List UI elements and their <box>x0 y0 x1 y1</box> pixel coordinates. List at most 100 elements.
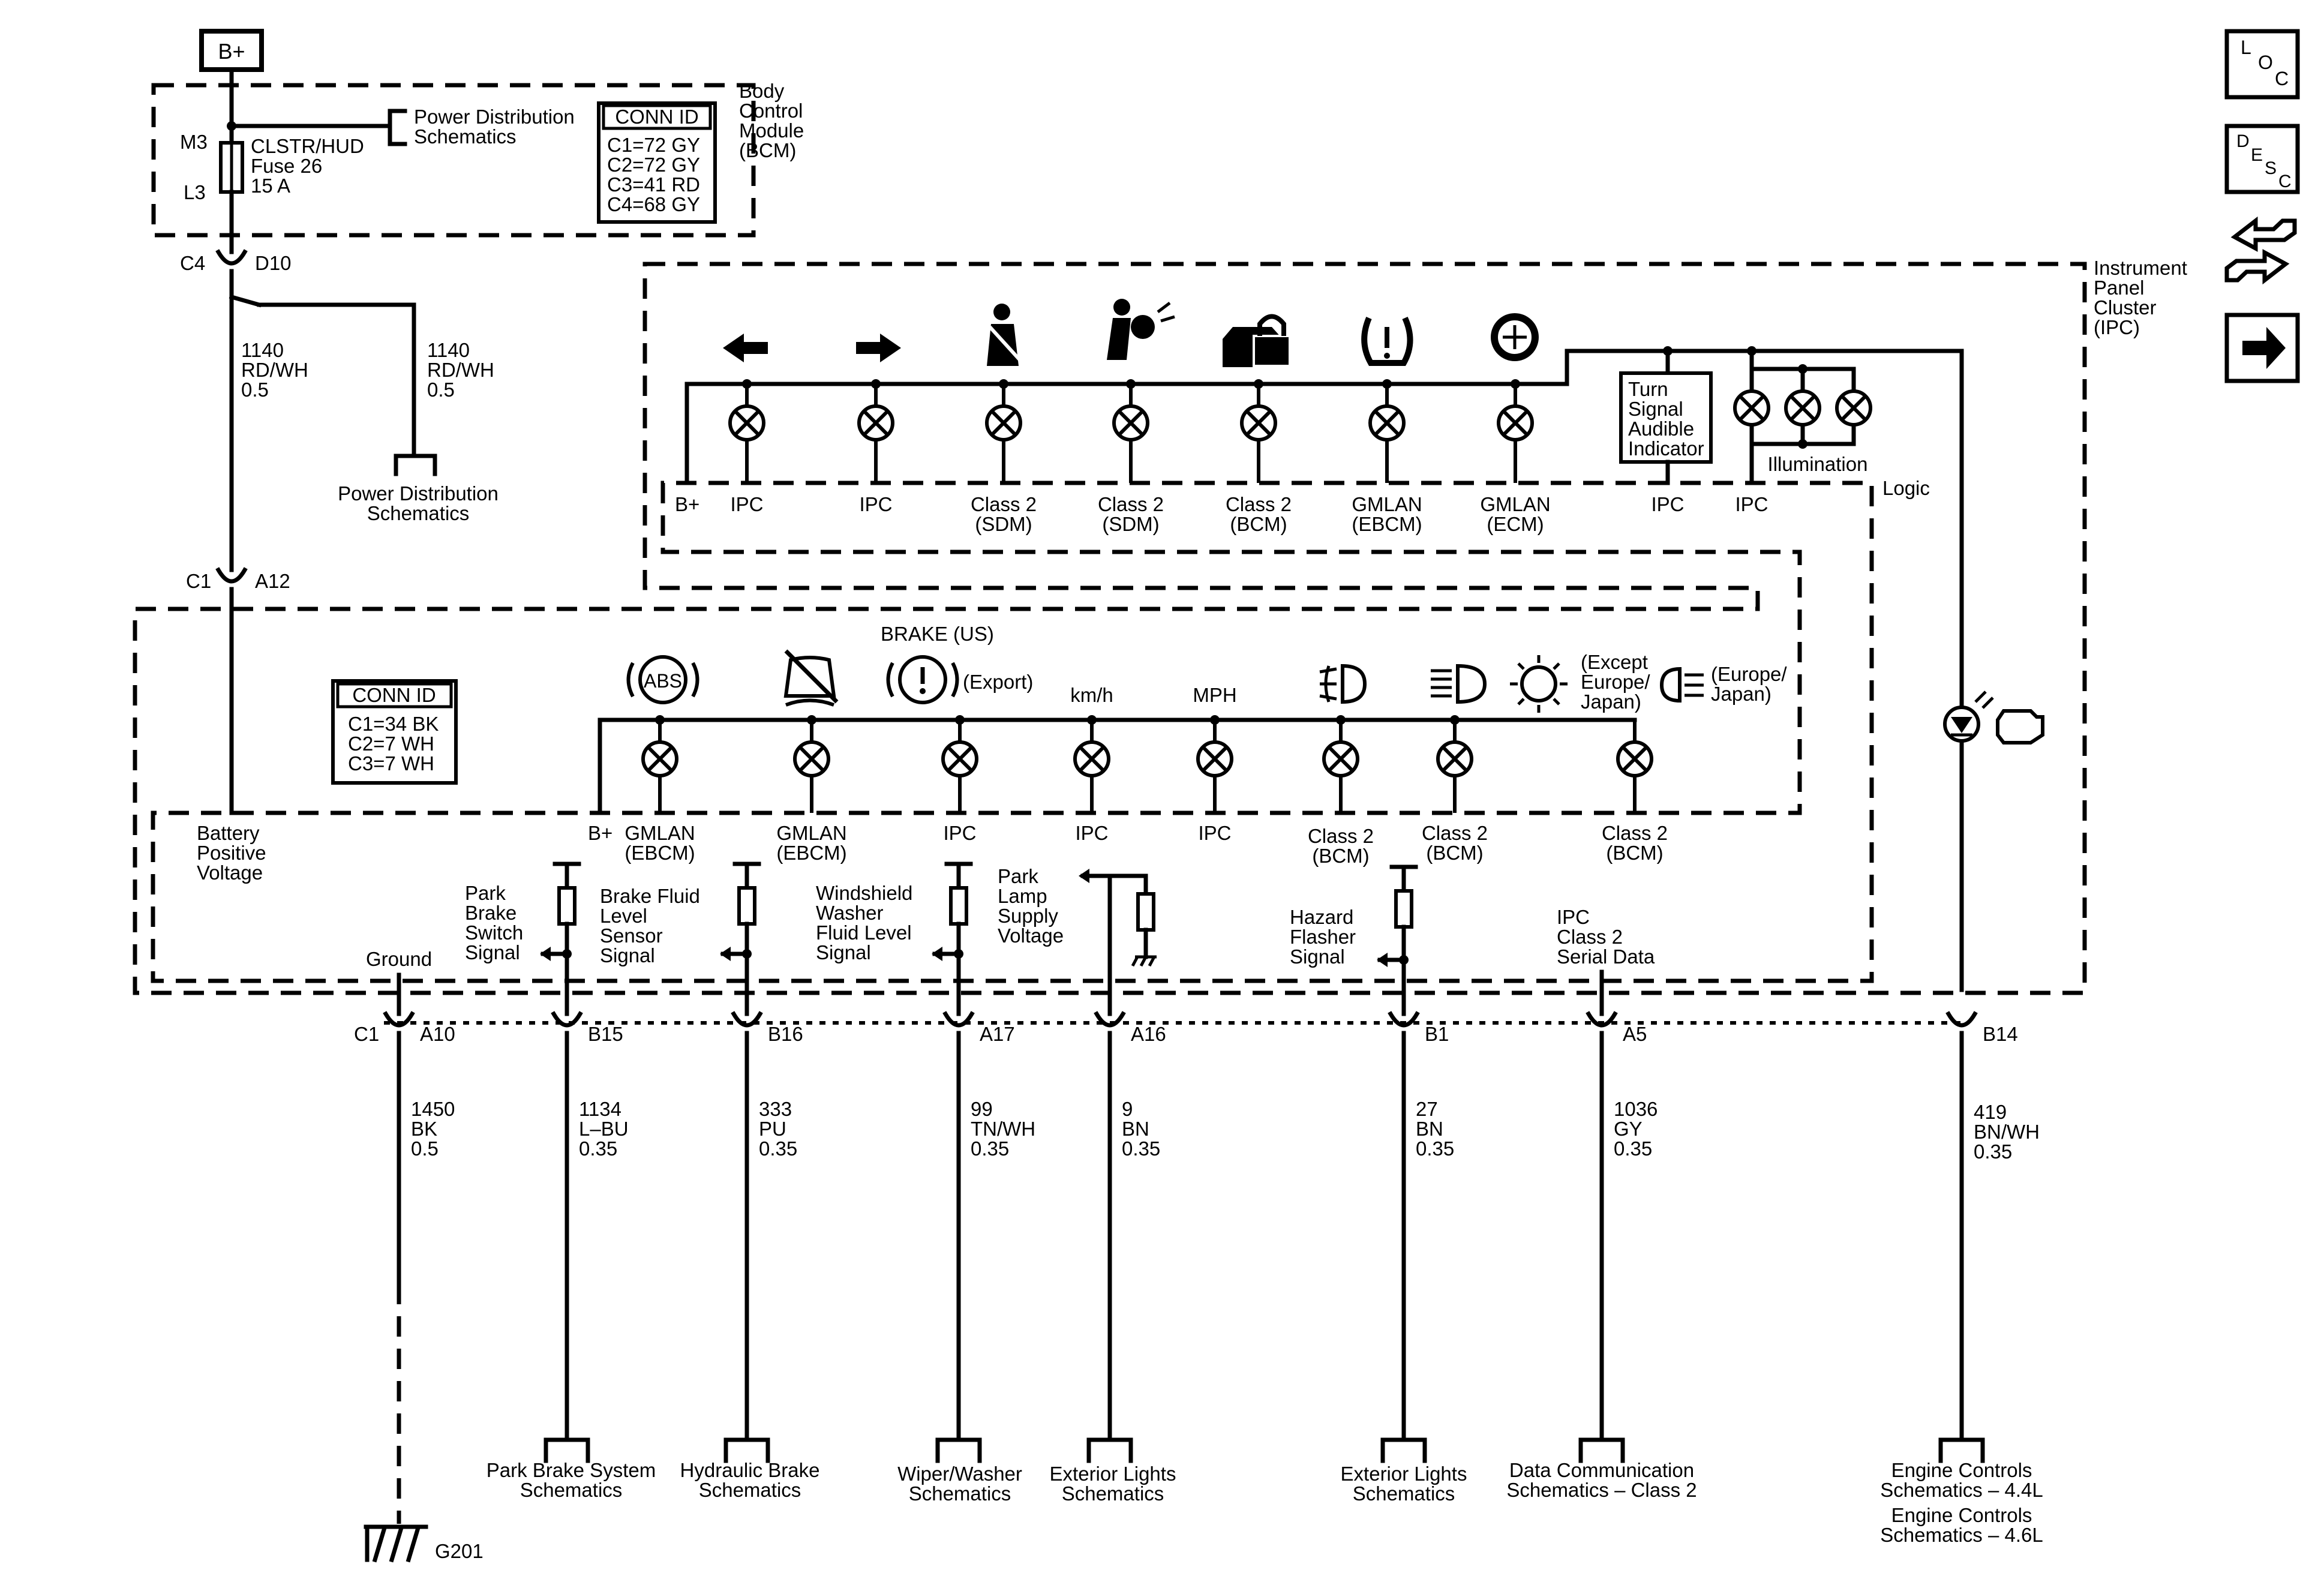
dest-5-b: Schematics <box>1353 1482 1455 1505</box>
wire-1140-left-3: 0.5 <box>241 379 269 401</box>
desc-c: C <box>2278 172 2292 191</box>
ipc-conn-1: C1=34 BK <box>348 713 439 735</box>
bcm-conn-3: C3=41 RD <box>607 173 700 196</box>
loc-l: L <box>2241 37 2251 58</box>
lower-label-7b: (BCM) <box>1312 845 1369 867</box>
lower-label-9b: (BCM) <box>1606 842 1663 864</box>
dest-2-b: Schematics <box>699 1479 801 1501</box>
wire-8-c: 0.35 <box>1974 1140 2012 1163</box>
wire-5-a: 9 <box>1122 1098 1133 1120</box>
upper-label-5: Class 2 <box>1098 493 1164 515</box>
ground-label: Ground <box>366 948 432 970</box>
wire-4-a: 99 <box>971 1098 993 1120</box>
washer-4: Signal <box>816 941 871 963</box>
dest-7-c: Engine Controls <box>1891 1504 2032 1526</box>
wire-1-a: 1450 <box>411 1098 455 1120</box>
dest-1-b: Schematics <box>520 1479 623 1501</box>
left-arrow-icon <box>723 334 768 362</box>
fuse-line-2: Fuse 26 <box>251 155 322 177</box>
lower-label-6: IPC <box>1198 822 1231 844</box>
bcm-box <box>151 83 756 238</box>
ground-id: G201 <box>435 1540 484 1562</box>
lower-label-3b: (EBCM) <box>776 842 846 864</box>
power-dist-bottom-1: Power Distribution <box>338 482 499 505</box>
brake-fluid-2: Level <box>600 905 647 927</box>
serial-2: Class 2 <box>1557 926 1623 948</box>
brake-fluid-3: Sensor <box>600 924 663 947</box>
conn-d10: D10 <box>255 252 292 274</box>
bcm-name-3: Module <box>739 119 804 142</box>
turn-signal-2: Signal <box>1628 398 1683 420</box>
upper-label-3: IPC <box>859 493 892 515</box>
wire-6-b: BN <box>1416 1118 1443 1140</box>
wire-1-c: 0.5 <box>411 1137 439 1160</box>
park-lamp-4: Voltage <box>998 924 1064 947</box>
power-dist-top-2: Schematics <box>414 125 517 148</box>
upper-label-6b: (BCM) <box>1230 513 1287 535</box>
upper-label-1: B+ <box>675 493 699 515</box>
traction-control-icon <box>783 649 839 707</box>
brake-fluid-1: Brake Fluid <box>600 885 700 907</box>
loc-icon[interactable]: L O C <box>2224 29 2300 100</box>
lower-label-2: GMLAN <box>624 822 695 844</box>
europe-1: (Europe/ <box>1711 663 1787 685</box>
pin-b16: B16 <box>768 1023 803 1045</box>
turn-signal-4: Indicator <box>1628 437 1704 460</box>
loc-o: O <box>2258 52 2273 73</box>
connector-icon[interactable] <box>2224 216 2297 285</box>
parking-lamp-sun-icon <box>1510 655 1568 713</box>
washer-1: Windshield <box>816 882 912 904</box>
wire-4-c: 0.35 <box>971 1137 1009 1160</box>
pin-l3: L3 <box>184 181 206 203</box>
dest-6-b: Schematics – Class 2 <box>1506 1479 1697 1501</box>
dest-6-a: Data Communication <box>1509 1459 1694 1481</box>
airbag-icon <box>1107 299 1175 360</box>
lower-label-5: IPC <box>1075 822 1108 844</box>
desc-icon[interactable]: D E S C <box>2224 124 2300 194</box>
dest-4-b: Schematics <box>1062 1482 1164 1505</box>
wire-7-b: GY <box>1614 1118 1643 1140</box>
logic-box <box>151 481 1874 983</box>
ipc-name-1: Instrument <box>2094 257 2187 279</box>
wire-5-c: 0.35 <box>1122 1137 1160 1160</box>
fuse-line-1: CLSTR/HUD <box>251 135 364 157</box>
lower-label-8b: (BCM) <box>1426 842 1483 864</box>
upper-label-8b: (ECM) <box>1487 513 1544 535</box>
ipc-name-2: Panel <box>2094 277 2144 299</box>
lower-bulbs <box>641 720 1653 813</box>
wire-3-c: 0.35 <box>759 1137 797 1160</box>
lower-label-7: Class 2 <box>1308 825 1374 847</box>
wire-1140-left-2: RD/WH <box>241 359 308 381</box>
upper-label-5b: (SDM) <box>1102 513 1159 535</box>
pin-b14: B14 <box>1983 1023 2018 1045</box>
desc-s: S <box>2265 158 2277 178</box>
lower-label-8: Class 2 <box>1422 822 1488 844</box>
upper-label-10: IPC <box>1735 493 1768 515</box>
next-arrow-icon[interactable] <box>2224 313 2300 383</box>
serial-3: Serial Data <box>1557 945 1655 968</box>
bcm-conn-title: CONN ID <box>615 106 698 128</box>
washer-2: Washer <box>816 902 883 924</box>
battery-positive-1: Battery <box>197 822 260 844</box>
ipc-conn-title: CONN ID <box>352 684 436 706</box>
dest-3-b: Schematics <box>909 1482 1011 1505</box>
bcm-conn-2: C2=72 GY <box>607 154 700 176</box>
wire-6-a: 27 <box>1416 1098 1438 1120</box>
dest-3-a: Wiper/Washer <box>897 1463 1022 1485</box>
wire-7-c: 0.35 <box>1614 1137 1652 1160</box>
lower-label-3: GMLAN <box>776 822 846 844</box>
turn-signal-1: Turn <box>1628 378 1668 400</box>
brake-us-label: BRAKE (US) <box>881 623 994 645</box>
serial-1: IPC <box>1557 906 1590 928</box>
wire-1140-right-1: 1140 <box>427 339 470 361</box>
power-dist-top-1: Power Distribution <box>414 106 575 128</box>
upper-label-7: GMLAN <box>1352 493 1422 515</box>
dest-4-a: Exterior Lights <box>1050 1463 1176 1485</box>
kmh-label: km/h <box>1070 684 1113 706</box>
wire-7-a: 1036 <box>1614 1098 1658 1120</box>
bcm-name-2: Control <box>739 100 803 122</box>
conn-a12: A12 <box>255 570 290 592</box>
wire-4-b: TN/WH <box>971 1118 1035 1140</box>
fog-lamp-icon <box>1319 664 1367 704</box>
